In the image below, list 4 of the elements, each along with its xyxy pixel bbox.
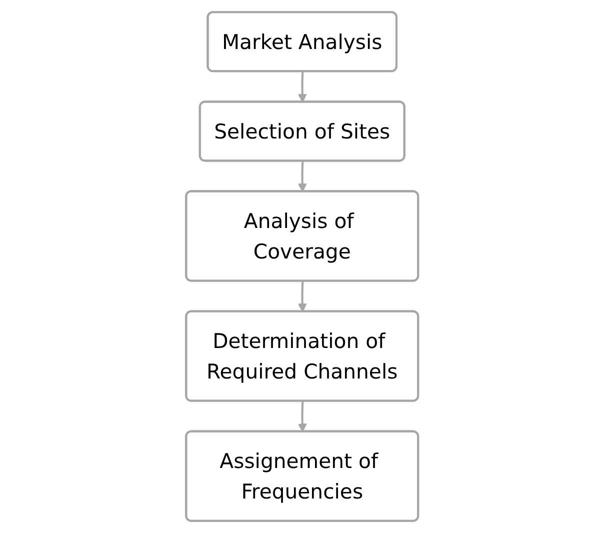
arrow (298, 401, 308, 432)
arrow (298, 161, 308, 192)
arrow (298, 72, 308, 103)
arrow (298, 281, 308, 312)
